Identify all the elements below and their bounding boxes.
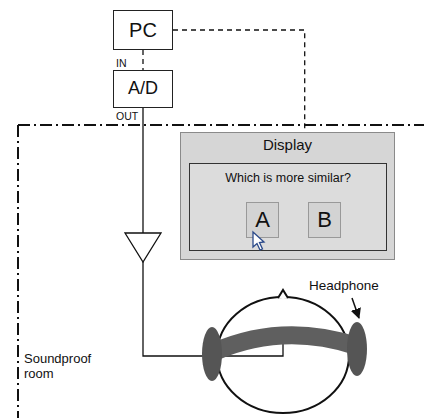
earpiece bbox=[202, 327, 222, 381]
port-label: OUT bbox=[116, 110, 138, 122]
choice-button: B bbox=[308, 202, 341, 238]
node-text: A/D bbox=[128, 79, 158, 99]
room-label: Soundproof room bbox=[24, 352, 102, 382]
earpiece bbox=[347, 322, 367, 376]
node-text: Display bbox=[263, 137, 312, 154]
part-label: Headphone bbox=[309, 278, 379, 294]
port-label: IN bbox=[116, 57, 127, 69]
choice-button: A bbox=[246, 202, 279, 238]
signal-wire bbox=[142, 108, 143, 233]
headphone-band bbox=[214, 335, 356, 352]
display-panel: DisplayWhich is more similar? A B bbox=[180, 132, 395, 260]
leader-arrow bbox=[352, 298, 359, 318]
room-boundary bbox=[17, 125, 19, 418]
node-text: PC bbox=[129, 19, 157, 41]
node-text: Which is more similar? bbox=[225, 172, 351, 186]
room-boundary bbox=[18, 124, 424, 126]
dashed-connection bbox=[173, 30, 305, 132]
mouse-cursor bbox=[253, 232, 264, 250]
converter-box: A/D bbox=[113, 70, 173, 108]
node-text: B bbox=[317, 208, 332, 232]
node-text: A bbox=[255, 208, 270, 232]
nose bbox=[278, 290, 288, 298]
dialog-box: Which is more similar? A B bbox=[189, 163, 387, 251]
amplifier-symbol bbox=[125, 233, 161, 262]
computer-box: PC bbox=[113, 10, 173, 50]
dashed-connection bbox=[142, 50, 143, 70]
